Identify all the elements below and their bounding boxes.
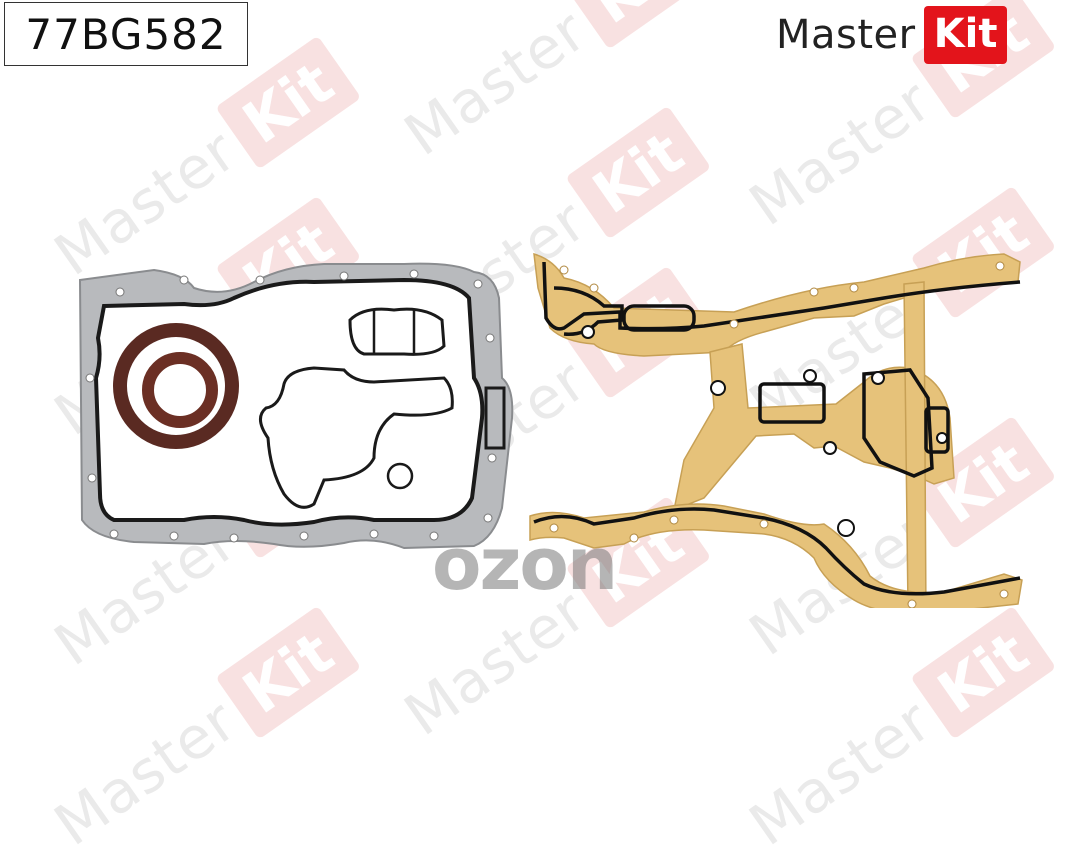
timing-cover-gasket-image xyxy=(529,252,1023,608)
ozon-watermark: ozon xyxy=(432,522,618,606)
part-number-label: 77BG582 xyxy=(4,2,248,66)
brand-logo-kit: Kit xyxy=(923,6,1008,64)
brand-logo-master: Master xyxy=(776,12,916,58)
brand-logo: Master Kit xyxy=(776,6,1008,64)
part-number: 77BG582 xyxy=(25,9,227,59)
oil-pan-gasket-image xyxy=(78,262,514,550)
